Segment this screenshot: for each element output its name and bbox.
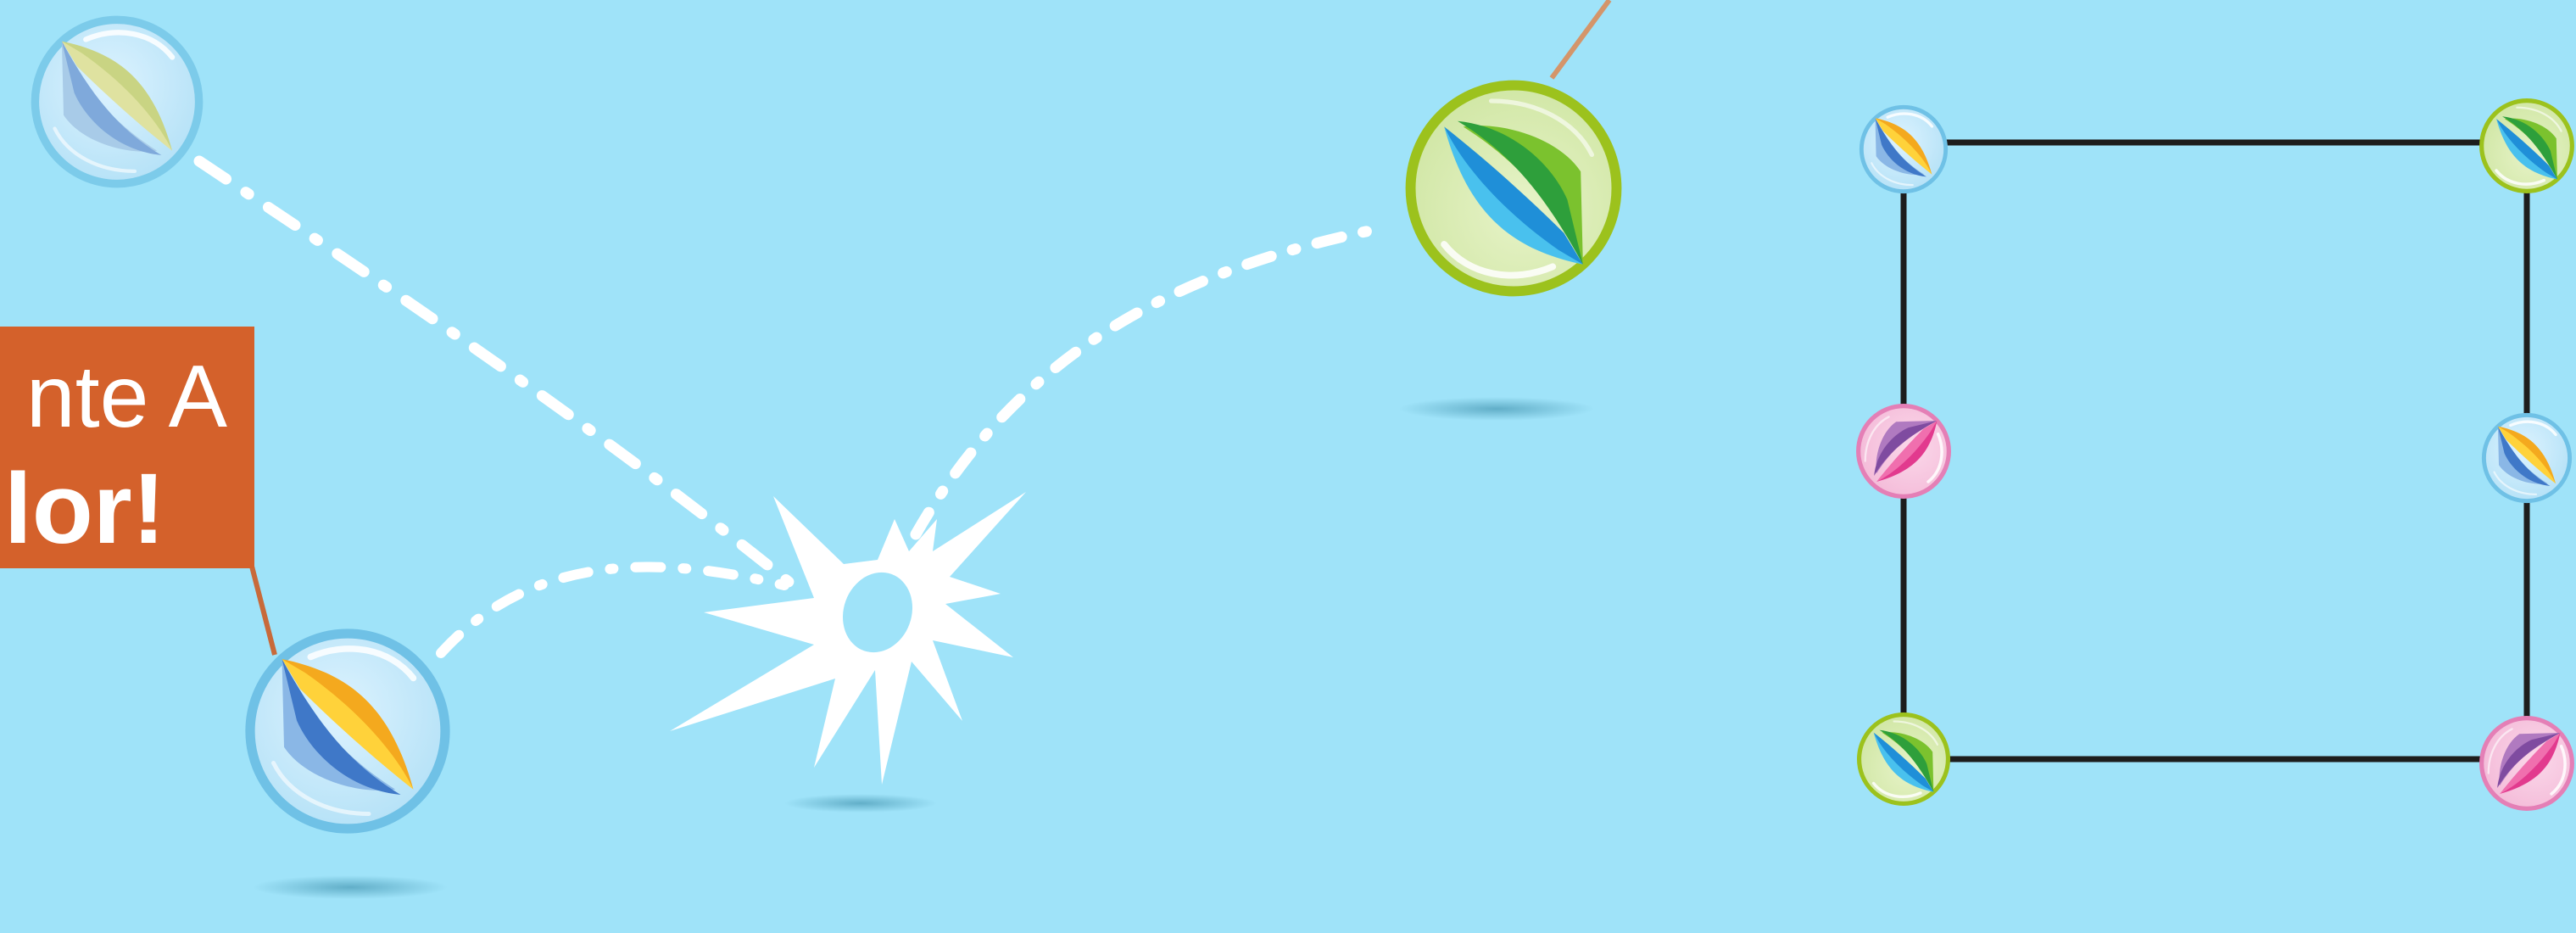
banner: nte A lor! [0, 327, 254, 568]
trail-top-left [199, 161, 793, 585]
marble-icon [1860, 715, 1949, 804]
banner-string [250, 560, 275, 655]
marble-icon [2482, 718, 2573, 809]
banner-line-2: lor! [4, 453, 165, 565]
marble-icon [250, 634, 445, 829]
splash-shadow [784, 794, 937, 813]
marble-icon [35, 20, 198, 183]
marble-shadow [1399, 397, 1594, 421]
marble-frame [1904, 142, 2527, 759]
banner-line-1: nte A [26, 348, 228, 446]
marble-icon [2484, 415, 2569, 500]
marble-icon [1411, 86, 1617, 292]
marble-icon [2482, 101, 2573, 192]
splash-icon [670, 492, 1026, 785]
trail-top-right [916, 229, 1378, 534]
marble-string [1552, 0, 1609, 78]
marble-icon [1859, 406, 1949, 497]
marble-shadow [253, 875, 448, 899]
marble-icon [1861, 107, 1945, 191]
